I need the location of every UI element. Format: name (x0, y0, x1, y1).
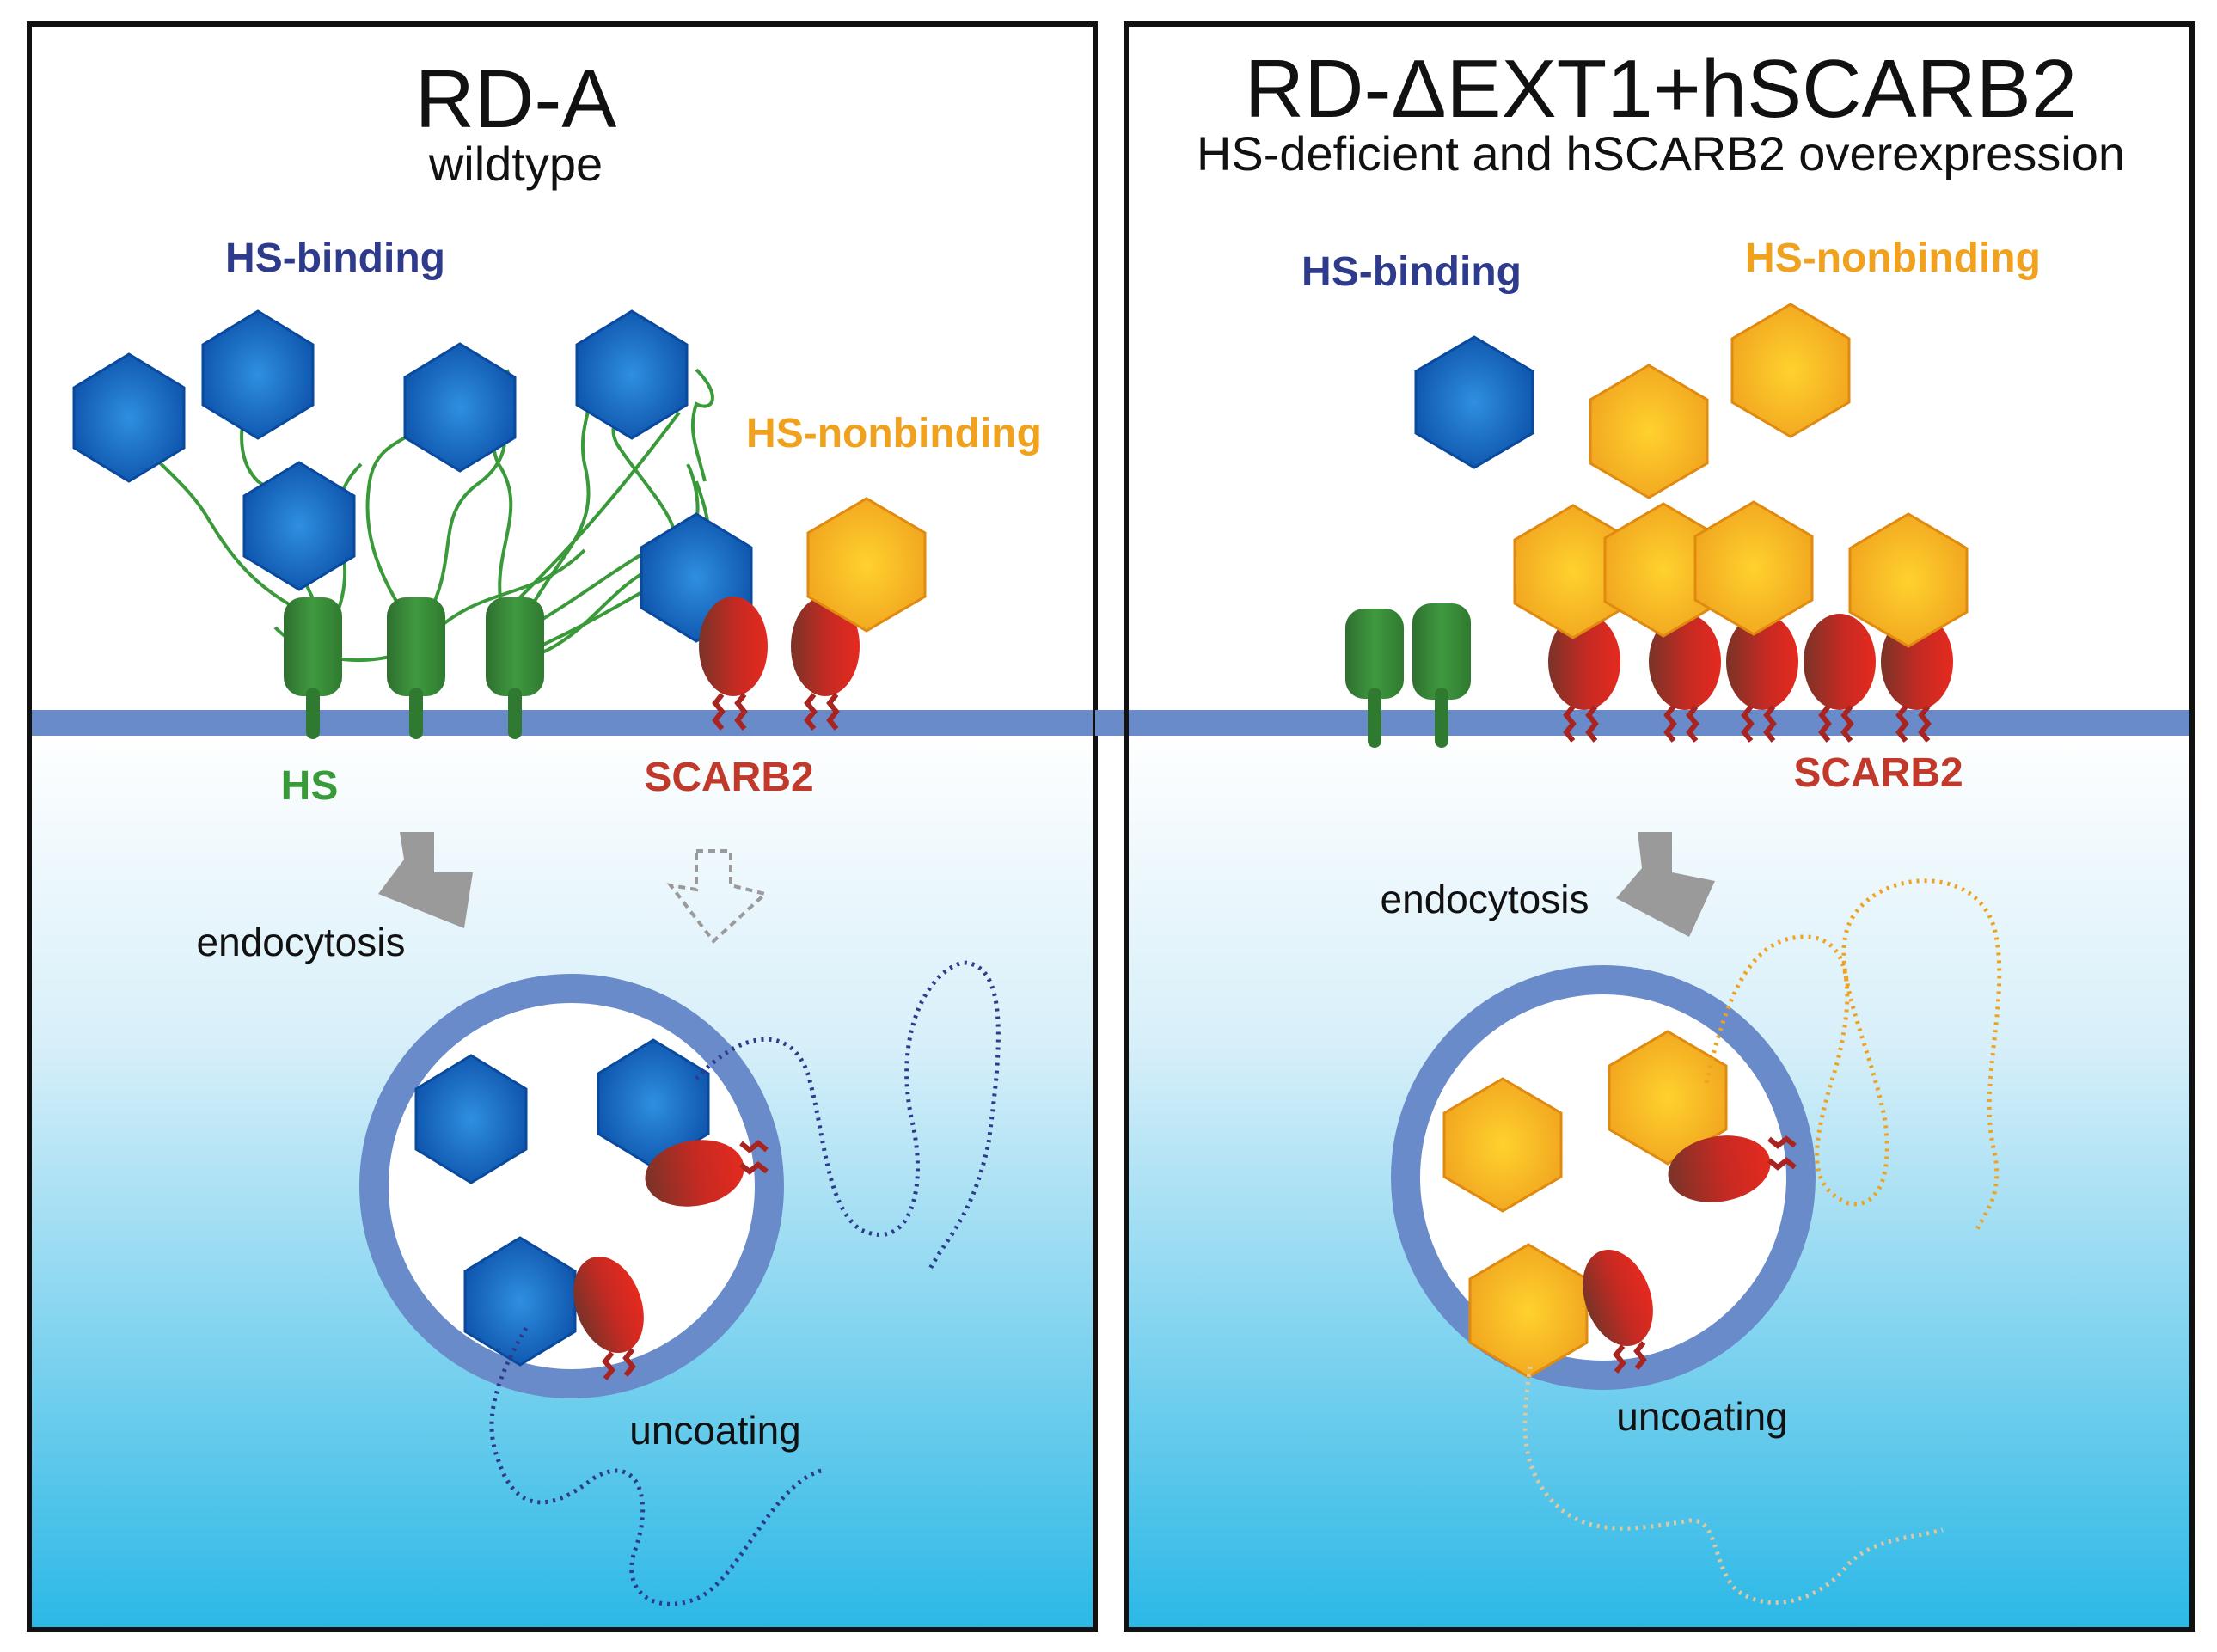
virion-blue (403, 342, 517, 473)
virion-blue (1414, 335, 1534, 469)
label-uncoating: uncoating (1616, 1394, 1788, 1439)
label-endocytosis: endocytosis (197, 920, 406, 964)
scarb2-receptors (699, 597, 860, 731)
hs-receptor (387, 597, 445, 739)
virion-blue (242, 461, 356, 591)
hs-receptor (1412, 603, 1471, 748)
panel-title: RD-A (415, 53, 617, 145)
virion-blue (575, 309, 689, 440)
viral-rna (1522, 878, 2002, 1605)
label-endocytosis: endocytosis (1381, 877, 1589, 921)
virion-yellow (1848, 512, 1969, 648)
hs-receptor (1345, 609, 1404, 748)
free-virions (1414, 303, 1851, 499)
membrane-gap (1095, 710, 1126, 736)
scarb2-receptor (1726, 614, 1798, 743)
panel-frame (1124, 21, 2195, 1632)
label-scarb2: SCARB2 (1793, 750, 1963, 796)
label-hs-binding: HS-binding (1301, 249, 1522, 295)
scarb2-receptor (1649, 614, 1721, 743)
label-hs-nonbinding: HS-nonbinding (1745, 236, 2041, 281)
hs-binding-virions (72, 309, 753, 643)
endosome-scarb2 (573, 1140, 769, 1380)
virion-blue (463, 1236, 577, 1367)
bound-virions (1513, 500, 1969, 648)
scarb2-receptor (1548, 614, 1620, 743)
virion-yellow (1442, 1077, 1563, 1213)
virion-yellow (806, 497, 927, 633)
plasma-membrane (1126, 710, 2192, 736)
scarb2-receptor (791, 597, 860, 731)
hs-receptor (284, 597, 342, 739)
scarb2-receptor (1804, 614, 1876, 743)
endocytosis-arrow (378, 832, 473, 928)
label-hs-binding: HS-binding (225, 236, 445, 281)
endosome-virions (1442, 1030, 1728, 1379)
virion-yellow (1730, 303, 1851, 438)
label-scarb2: SCARB2 (644, 755, 813, 800)
virion-blue (201, 309, 315, 440)
panel-subtitle: HS-deficient and hSCARB2 overexpression (1197, 126, 2125, 180)
endosome-scarb2 (1583, 1135, 1797, 1374)
endosome-virions (414, 1038, 710, 1367)
virion-yellow (1608, 1030, 1728, 1166)
panel-subtitle: wildtype (428, 137, 603, 191)
virion-blue (72, 352, 186, 483)
panel-rd-dext1-hscarb2: RD-ΔEXT1+hSCARB2 HS-deficient and hSCARB… (1095, 21, 2195, 1632)
blocked-endocytosis-arrow (666, 849, 769, 944)
panel-frame (27, 21, 1098, 1632)
viral-rna (489, 960, 1001, 1606)
label-hs-nonbinding: HS-nonbinding (746, 411, 1042, 456)
plasma-membrane (29, 710, 1095, 736)
virion-yellow (1589, 364, 1709, 499)
hs-receptors (1345, 603, 1471, 748)
panel-title: RD-ΔEXT1+hSCARB2 (1245, 43, 2077, 135)
hs-receptors (284, 597, 544, 739)
endocytosis-arrow (1616, 832, 1715, 937)
hs-receptor (486, 597, 544, 739)
panel-rd-a: RD-A wildtype HS-binding HS-nonbinding H… (27, 21, 1098, 1632)
scarb2-receptor (699, 597, 768, 731)
virion-yellow (1693, 500, 1814, 636)
label-uncoating: uncoating (629, 1408, 801, 1453)
virion-blue (414, 1054, 528, 1184)
label-hs: HS (281, 763, 339, 809)
